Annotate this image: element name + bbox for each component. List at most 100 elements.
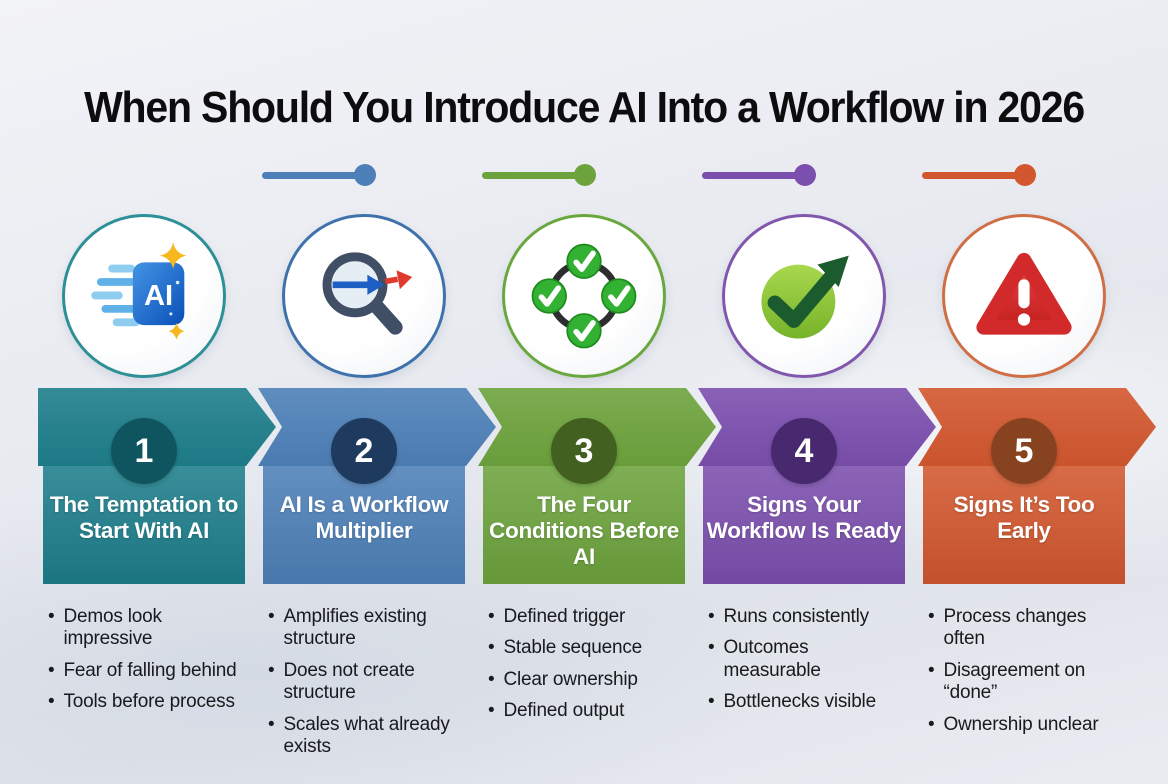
step-title: AI Is a Workflow Multiplier bbox=[279, 492, 449, 544]
timeline-dot bbox=[574, 164, 596, 186]
timeline-connector bbox=[482, 164, 596, 186]
bullet-item: • Fear of falling behind bbox=[48, 660, 248, 682]
step-column-1: AI 1 The Temptation to Start With AI • De… bbox=[38, 160, 250, 767]
step-column-5: 5 Signs It’s Too Early • Process changes … bbox=[918, 160, 1130, 767]
step-number-badge: 2 bbox=[331, 418, 397, 484]
ai-speed-badge-icon: AI bbox=[91, 242, 187, 340]
bullet-text: Disagreement on “done” bbox=[943, 659, 1086, 704]
bullet-dot: • bbox=[928, 606, 935, 627]
page-title: When Should You Introduce AI Into a Work… bbox=[84, 82, 1085, 132]
bullet-dot: • bbox=[708, 606, 715, 627]
step-4-medallion bbox=[722, 214, 886, 378]
timeline-dot bbox=[794, 164, 816, 186]
bullet-list: •Runs consistently •Outcomes measurable … bbox=[708, 606, 908, 714]
bullet-dot: • bbox=[488, 606, 495, 627]
bullet-dot: • bbox=[48, 691, 55, 713]
bullet-dot: • bbox=[488, 637, 495, 659]
bullet-dot: • bbox=[48, 606, 55, 627]
step-title: Signs Your Workflow Is Ready bbox=[706, 492, 902, 544]
bullet-item: • Demos look impressive bbox=[48, 606, 248, 651]
magnifier-compare-arrows-icon bbox=[322, 252, 413, 335]
bullet-dot: • bbox=[268, 659, 275, 681]
timeline-connector bbox=[702, 164, 816, 186]
step-2-panel bbox=[263, 466, 465, 584]
step-4-banner: 4 Signs Your Workflow Is Ready bbox=[698, 388, 910, 584]
checkmark-growth-arrow-icon bbox=[761, 255, 849, 339]
timeline-connector bbox=[262, 164, 376, 186]
step-3-banner: 3 The Four Conditions Before AI bbox=[478, 388, 690, 584]
step-column-3: 3 The Four Conditions Before AI • Defined… bbox=[478, 160, 690, 767]
bullet-item: • Defined output bbox=[488, 700, 688, 722]
timeline-dot bbox=[354, 164, 376, 186]
step-column-4: 4 Signs Your Workflow Is Ready • Runs con… bbox=[698, 160, 910, 767]
bullet-text: Outcomes measurable bbox=[723, 637, 821, 681]
timeline-line bbox=[482, 172, 583, 179]
bullet-text: Process changes often bbox=[943, 606, 1087, 650]
timeline-dot bbox=[1014, 164, 1036, 186]
four-checkmarks-cycle-icon bbox=[531, 243, 637, 349]
timeline-line bbox=[702, 172, 803, 179]
bullet-dot: • bbox=[708, 691, 715, 713]
bullet-text: Bottlenecks visible bbox=[723, 691, 876, 713]
bullet-item: • Defined trigger bbox=[488, 606, 688, 628]
bullet-list: • Demos look impressive • Fear of falling … bbox=[48, 606, 248, 714]
step-title: The Four Conditions Before AI bbox=[489, 492, 679, 570]
bullet-list: • Defined trigger • Stable sequence • Clear… bbox=[488, 606, 688, 723]
bullet-text: Demos look impressive bbox=[63, 606, 162, 650]
step-column-2: 2 AI Is a Workflow Multiplier • Amplifies… bbox=[258, 160, 470, 767]
step-5-panel bbox=[923, 466, 1125, 584]
bullet-text: Defined output bbox=[503, 700, 625, 722]
step-4-panel bbox=[703, 466, 905, 584]
bullet-dot: • bbox=[268, 606, 275, 627]
bullet-dot: • bbox=[488, 668, 495, 690]
steps-container: AI 1 The Temptation to Start With AI • De… bbox=[38, 160, 1130, 767]
step-number-badge: 1 bbox=[111, 418, 177, 484]
step-number-badge: 3 bbox=[551, 418, 617, 484]
timeline-line bbox=[262, 172, 363, 179]
bullet-item: • Amplifies existing structure bbox=[268, 606, 468, 651]
step-number-badge: 5 bbox=[991, 418, 1057, 484]
bullet-text: Does not create structure bbox=[283, 659, 415, 704]
step-1-medallion: AI bbox=[62, 214, 226, 378]
bullet-item: • Disagreement on “done” bbox=[928, 660, 1128, 705]
bullet-item: • Ownership unclear bbox=[928, 714, 1128, 736]
bullet-dot: • bbox=[48, 659, 55, 681]
step-1-banner: 1 The Temptation to Start With AI bbox=[38, 388, 250, 584]
bullet-dot: • bbox=[708, 637, 715, 659]
bullet-dot: • bbox=[268, 713, 275, 735]
bullet-text: Stable sequence bbox=[503, 637, 643, 659]
bullet-text: Ownership unclear bbox=[943, 713, 1099, 735]
bullet-item: • Process changes often bbox=[928, 606, 1128, 651]
bullet-text: Runs consistently bbox=[723, 606, 869, 627]
bullet-item: • Runs consistently bbox=[708, 606, 908, 628]
bullet-dot: • bbox=[928, 713, 935, 735]
bullet-text: Fear of falling behind bbox=[63, 659, 237, 681]
bullet-text: Defined trigger bbox=[503, 606, 626, 627]
step-5-banner: 5 Signs It’s Too Early bbox=[918, 388, 1130, 584]
timeline-connector bbox=[922, 164, 1036, 186]
bullet-item: • Clear ownership bbox=[488, 669, 688, 691]
step-number-badge: 4 bbox=[771, 418, 837, 484]
bullet-item: • Scales what already exists bbox=[268, 714, 468, 759]
bullet-item: • Bottlenecks visible bbox=[708, 691, 908, 713]
step-1-panel bbox=[43, 466, 245, 584]
step-2-medallion bbox=[282, 214, 446, 378]
step-title: The Temptation to Start With AI bbox=[49, 492, 239, 544]
svg-text:AI: AI bbox=[144, 280, 173, 312]
bullet-dot: • bbox=[488, 700, 495, 722]
bullet-item: • Outcomes measurable bbox=[708, 637, 908, 682]
bullet-list: • Process changes often • Disagreement on … bbox=[928, 606, 1128, 736]
timeline-line bbox=[922, 172, 1023, 179]
step-title: Signs It’s Too Early bbox=[953, 492, 1095, 544]
bullet-text: Amplifies existing structure bbox=[283, 606, 427, 650]
bullet-list: • Amplifies existing structure • Does not … bbox=[268, 606, 468, 758]
bullet-item: • Stable sequence bbox=[488, 637, 688, 659]
step-2-banner: 2 AI Is a Workflow Multiplier bbox=[258, 388, 470, 584]
bullet-text: Scales what already exists bbox=[283, 713, 450, 758]
bullet-text: Clear ownership bbox=[503, 668, 638, 690]
bullet-item: • Tools before process bbox=[48, 691, 248, 713]
step-5-medallion bbox=[942, 214, 1106, 378]
bullet-text: Tools before process bbox=[63, 691, 235, 713]
bullet-dot: • bbox=[928, 659, 935, 681]
bullet-item: • Does not create structure bbox=[268, 660, 468, 705]
